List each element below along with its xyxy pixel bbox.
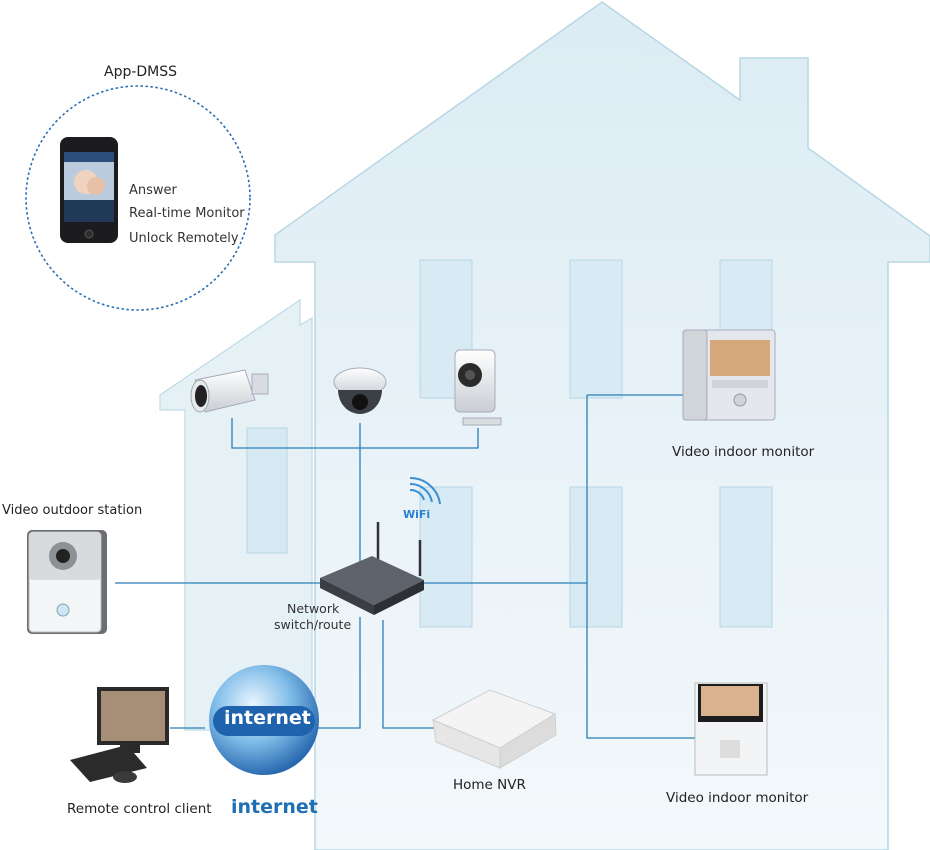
network-switch-label-line2: switch/route bbox=[274, 617, 352, 632]
wifi-label: WiFi bbox=[403, 508, 431, 521]
video-outdoor-station-label: Video outdoor station bbox=[2, 503, 143, 518]
smartphone-icon bbox=[60, 137, 118, 243]
network-wires bbox=[115, 394, 700, 739]
house-windows bbox=[419, 259, 773, 628]
bullet-camera-icon bbox=[190, 369, 269, 413]
internet-globe-label: internet bbox=[224, 707, 311, 729]
video-outdoor-station-icon bbox=[27, 530, 107, 634]
app-feature-answer: Answer bbox=[129, 183, 177, 198]
wifi-icon bbox=[409, 476, 441, 505]
internet-globe-icon bbox=[209, 665, 319, 775]
video-indoor-monitor-bottom-icon bbox=[694, 682, 768, 776]
home-nvr-label: Home NVR bbox=[453, 777, 526, 793]
video-indoor-monitor-top-label: Video indoor monitor bbox=[672, 444, 815, 460]
cube-camera-icon bbox=[454, 349, 502, 426]
app-title: App-DMSS bbox=[104, 64, 178, 80]
video-indoor-monitor-bottom-label: Video indoor monitor bbox=[666, 790, 809, 806]
app-feature-monitor: Real-time Monitor bbox=[129, 206, 245, 221]
video-indoor-monitor-top-icon bbox=[682, 329, 776, 421]
internet-caption: internet bbox=[231, 796, 318, 818]
side-house bbox=[159, 298, 313, 731]
app-dmss-circle bbox=[25, 85, 251, 311]
remote-computer-icon bbox=[70, 687, 169, 783]
main-house bbox=[274, 1, 930, 850]
network-switch-label-line1: Network bbox=[287, 601, 340, 616]
home-nvr-icon bbox=[431, 689, 557, 769]
app-feature-unlock: Unlock Remotely bbox=[129, 231, 239, 246]
dome-camera-icon bbox=[333, 367, 387, 414]
remote-control-client-label: Remote control client bbox=[67, 801, 212, 817]
network-router-icon bbox=[320, 522, 424, 615]
